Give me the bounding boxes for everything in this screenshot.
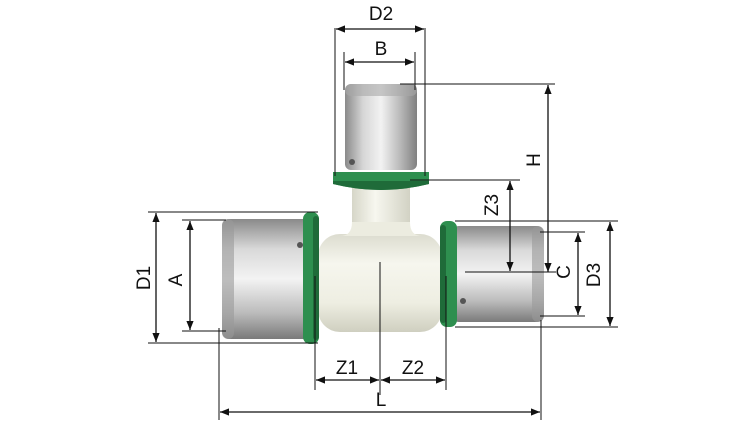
dimension-d2: D2 <box>334 4 426 176</box>
body-fillet <box>340 222 422 236</box>
d1-label: D1 <box>134 266 155 290</box>
branch-ring-shade <box>333 181 429 190</box>
dimension-a: A <box>166 219 226 332</box>
z1-label: Z1 <box>336 358 358 379</box>
branch-sleeve-metal <box>345 84 417 170</box>
a-label: A <box>166 273 187 286</box>
h-label: H <box>524 153 545 167</box>
d2-label: D2 <box>369 4 393 25</box>
c-label: C <box>554 265 575 279</box>
left-sleeve <box>222 212 319 344</box>
dimension-c: C <box>540 231 585 317</box>
dimension-z1: Z1 <box>314 276 379 390</box>
dimension-b: B <box>343 39 416 90</box>
dimension-h: H <box>400 83 555 272</box>
right-inspection-hole <box>460 298 466 304</box>
b-label: B <box>375 39 388 60</box>
dimension-d3: D3 <box>455 220 618 328</box>
right-sleeve-metal <box>452 226 544 322</box>
z3-label: Z3 <box>482 194 503 216</box>
branch-inspection-hole <box>349 159 355 165</box>
d3-label: D3 <box>584 263 605 287</box>
dimension-z3: Z3 <box>410 179 556 273</box>
branch-sleeve-rim <box>345 84 417 96</box>
right-ring-shade <box>440 225 446 323</box>
left-inspection-hole <box>297 242 303 248</box>
branch-sleeve <box>333 84 429 190</box>
l-label: L <box>376 390 387 411</box>
dimension-z2: Z2 <box>381 276 447 390</box>
right-sleeve-rim <box>532 226 544 322</box>
left-sleeve-metal <box>222 219 312 339</box>
dimension-l: L <box>218 320 542 420</box>
right-sleeve <box>440 221 544 327</box>
dimension-d1: D1 <box>134 211 318 344</box>
left-ring-shade <box>313 216 319 340</box>
z2-label: Z2 <box>402 358 424 379</box>
left-sleeve-rim <box>222 219 234 339</box>
